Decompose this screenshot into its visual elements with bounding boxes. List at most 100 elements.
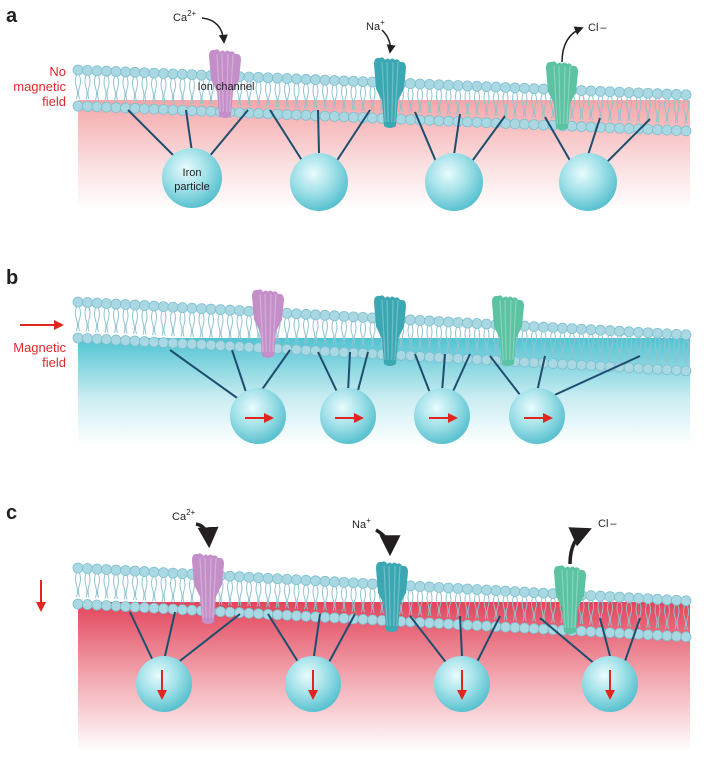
lipid-head bbox=[614, 591, 625, 603]
lipid-head bbox=[139, 336, 150, 347]
ion-channel-na bbox=[376, 561, 408, 632]
field-label-line-1: Magnetic bbox=[13, 340, 66, 355]
lipid-head bbox=[310, 309, 321, 321]
lipid-head bbox=[614, 325, 625, 337]
lipid-head bbox=[623, 592, 635, 604]
channel-ridge bbox=[226, 53, 229, 113]
lipid-head bbox=[633, 592, 644, 604]
lipid-tails bbox=[645, 337, 651, 362]
lipid-head bbox=[329, 75, 340, 86]
lipid-head bbox=[604, 86, 616, 98]
lipid-head bbox=[72, 100, 84, 112]
lipid-tails bbox=[236, 315, 243, 340]
lipid-head bbox=[348, 75, 359, 87]
lipid-head bbox=[661, 328, 673, 340]
lipid-head bbox=[652, 363, 663, 375]
field-label-line-3: field bbox=[42, 94, 66, 109]
lipid-tails bbox=[569, 333, 575, 358]
lipid-tails bbox=[369, 86, 376, 112]
lipid-head bbox=[367, 112, 378, 124]
lipid-tails bbox=[331, 586, 338, 611]
channel-body bbox=[374, 57, 406, 129]
lipid-head bbox=[158, 603, 169, 615]
lipid-head bbox=[367, 614, 378, 626]
lipid-head bbox=[652, 629, 663, 641]
lipid-tails bbox=[664, 604, 670, 629]
lipid-head bbox=[528, 83, 540, 95]
lipid-tails bbox=[531, 597, 537, 622]
lipid-head bbox=[196, 303, 207, 315]
channel-ridge bbox=[566, 65, 571, 125]
lipid-head bbox=[196, 105, 207, 117]
lipid-head bbox=[300, 574, 312, 586]
lipid-head bbox=[471, 620, 483, 631]
lipid-head bbox=[519, 82, 530, 94]
lipid-head bbox=[224, 340, 236, 352]
lipid-head bbox=[158, 301, 169, 313]
lipid-head bbox=[158, 104, 169, 115]
lipid-tails bbox=[170, 78, 176, 104]
lipid-head bbox=[357, 613, 369, 625]
lipid-tails bbox=[369, 588, 376, 614]
lipid-head bbox=[224, 570, 236, 582]
lipid-tails bbox=[312, 319, 319, 344]
channel-body bbox=[252, 289, 284, 358]
lipid-tails bbox=[151, 310, 157, 336]
lipid-tails bbox=[331, 320, 338, 345]
lipid-head bbox=[139, 566, 150, 577]
lipid-tails bbox=[113, 574, 119, 600]
lipid-head bbox=[158, 68, 169, 79]
lipid-tails bbox=[512, 596, 518, 621]
lipid-head bbox=[661, 364, 673, 376]
lipid-head bbox=[186, 302, 198, 314]
ion-flow-arrow-cl bbox=[568, 527, 592, 565]
lipid-tails bbox=[103, 574, 110, 599]
iron-particle bbox=[559, 153, 617, 211]
lipid-tails bbox=[84, 307, 91, 332]
lipid-head bbox=[148, 602, 160, 614]
lipid-tails bbox=[521, 596, 528, 622]
lipid-tails bbox=[417, 88, 423, 114]
lipid-head bbox=[300, 109, 312, 121]
lipid-tails bbox=[654, 604, 661, 629]
lipid-head bbox=[471, 584, 483, 595]
lipid-head bbox=[158, 567, 169, 579]
lipid-head bbox=[281, 73, 293, 84]
lipid-head bbox=[509, 586, 521, 597]
lipid-head bbox=[538, 321, 549, 333]
lipid-tails bbox=[531, 93, 537, 118]
lipid-head bbox=[452, 583, 464, 594]
lipid-head bbox=[338, 111, 350, 123]
lipid-head bbox=[604, 325, 616, 337]
lipid-tails bbox=[122, 309, 129, 334]
lipid-head bbox=[462, 619, 473, 631]
lipid-head bbox=[253, 71, 264, 83]
channel-ridge bbox=[381, 61, 386, 123]
channel-ridge bbox=[509, 299, 512, 361]
panel-c: c Ca2+ Na+ Cl– bbox=[6, 502, 692, 752]
lipid-head bbox=[566, 323, 578, 335]
lipid-head bbox=[452, 80, 464, 91]
lipid-head bbox=[500, 585, 511, 597]
lipid-head bbox=[433, 352, 445, 363]
ion-label-na: Na+ bbox=[366, 18, 385, 33]
lipid-head bbox=[110, 66, 122, 77]
channel-ridge bbox=[553, 65, 558, 125]
lipid-head bbox=[329, 111, 340, 122]
ion-label-cl: Cl– bbox=[598, 518, 617, 530]
lipid-tails bbox=[189, 578, 195, 604]
lipid-tails bbox=[322, 84, 328, 110]
lipid-head bbox=[72, 332, 84, 344]
lipid-tails bbox=[217, 314, 224, 339]
lipid-tails bbox=[236, 581, 243, 606]
lipid-head bbox=[167, 337, 179, 349]
channel-ridge bbox=[199, 557, 204, 619]
lipid-head bbox=[481, 318, 492, 330]
lipid-tails bbox=[654, 338, 661, 363]
lipid-head bbox=[101, 65, 112, 77]
lipid-tails bbox=[341, 85, 347, 111]
lipid-tails bbox=[303, 585, 309, 610]
lipid-tails bbox=[474, 328, 480, 353]
lipid-head bbox=[91, 65, 103, 77]
lipid-head bbox=[443, 582, 454, 594]
